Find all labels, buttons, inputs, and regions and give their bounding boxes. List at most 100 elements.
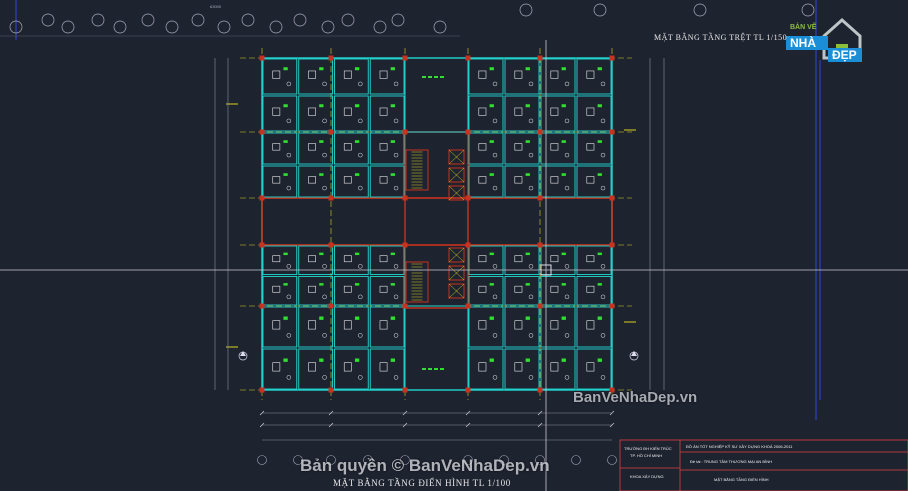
furniture [514, 320, 523, 330]
apartment-room [504, 132, 540, 165]
apartment-room [504, 348, 540, 390]
column [609, 55, 615, 61]
column [537, 303, 543, 309]
apartment-room [504, 245, 540, 275]
dim-tick [259, 422, 265, 428]
column [402, 387, 408, 393]
axis-bubble [321, 20, 335, 34]
furniture [478, 255, 487, 263]
fixture [489, 140, 494, 143]
fixture-round [322, 185, 327, 191]
furniture [343, 285, 352, 293]
fixture [283, 67, 288, 71]
apartment-room [504, 306, 540, 348]
dim-tick [609, 422, 615, 428]
furniture [586, 143, 595, 151]
fixture [597, 67, 602, 71]
elevator-cross [448, 185, 465, 201]
fixture-round [528, 152, 534, 158]
apartment-room [334, 245, 369, 275]
furniture [586, 70, 595, 79]
apartment-room [468, 276, 504, 306]
dim-tick [465, 422, 471, 428]
section-arrow [240, 351, 246, 356]
lobby-fixture [434, 76, 438, 78]
tb-school: TRƯỜNG ĐH KIẾN TRÚC [624, 446, 672, 451]
fixture [390, 104, 395, 108]
fixture-round [322, 375, 327, 380]
lobby-fixture [422, 76, 426, 78]
elevator [448, 167, 465, 183]
fixture [597, 283, 602, 286]
furniture [343, 107, 352, 116]
furniture [550, 320, 559, 330]
furniture [550, 70, 559, 79]
fixture [283, 140, 288, 143]
dim-tick [402, 410, 408, 416]
apartment-room [369, 245, 405, 275]
furniture [478, 285, 487, 293]
apartment-room [369, 306, 405, 348]
elevator-cross [448, 247, 465, 263]
axis-bubble [519, 3, 533, 17]
axis-bubble-bottom [326, 455, 336, 465]
furniture [343, 255, 352, 263]
column [328, 195, 334, 201]
apartment-room [576, 245, 612, 275]
fixture [525, 316, 530, 320]
apartment-room [298, 58, 333, 95]
fixture [597, 140, 602, 143]
apartment-room [540, 276, 576, 306]
column [402, 303, 408, 309]
furniture [514, 176, 523, 184]
fixture-round [393, 264, 399, 269]
top-dimension-text: 63000 [210, 4, 222, 9]
furniture [478, 362, 487, 372]
apartment-room [298, 165, 333, 198]
fixture-round [358, 118, 363, 124]
axis-bubble [41, 13, 55, 27]
lobby-fixture [434, 368, 438, 370]
furniture [550, 285, 559, 293]
furniture [272, 107, 281, 116]
fixture-round [528, 185, 534, 191]
column [402, 129, 408, 135]
fixture-round [564, 81, 570, 87]
apartment-room [262, 95, 298, 132]
column [537, 55, 543, 61]
fixture [319, 316, 324, 320]
column [465, 387, 471, 393]
fixture-round [564, 264, 570, 269]
column [328, 242, 334, 248]
fixture-round [393, 333, 399, 338]
fixture [319, 140, 324, 143]
axis-bubble [801, 3, 815, 17]
furniture [379, 176, 388, 184]
furniture [514, 255, 523, 263]
apartment-room [468, 58, 504, 95]
apartment-room [334, 276, 369, 306]
fixture [390, 173, 395, 176]
fixture [525, 283, 530, 286]
axis-bubble [693, 3, 707, 17]
furniture [343, 176, 352, 184]
column [402, 195, 408, 201]
fixture [354, 104, 360, 108]
fixture [390, 316, 395, 320]
fixture-round [286, 185, 292, 191]
fixture-round [600, 264, 606, 269]
apartment-room [369, 132, 405, 165]
furniture [478, 320, 487, 330]
apartment-room [262, 245, 298, 275]
apartment-room [334, 306, 369, 348]
furniture [343, 143, 352, 151]
fixture [561, 316, 566, 320]
elevator-cross [448, 149, 465, 165]
fixture-round [393, 375, 399, 380]
apartment-room [576, 95, 612, 132]
fixture-round [600, 185, 606, 191]
furniture [308, 362, 316, 372]
furniture [272, 255, 281, 263]
fixture [354, 283, 360, 286]
